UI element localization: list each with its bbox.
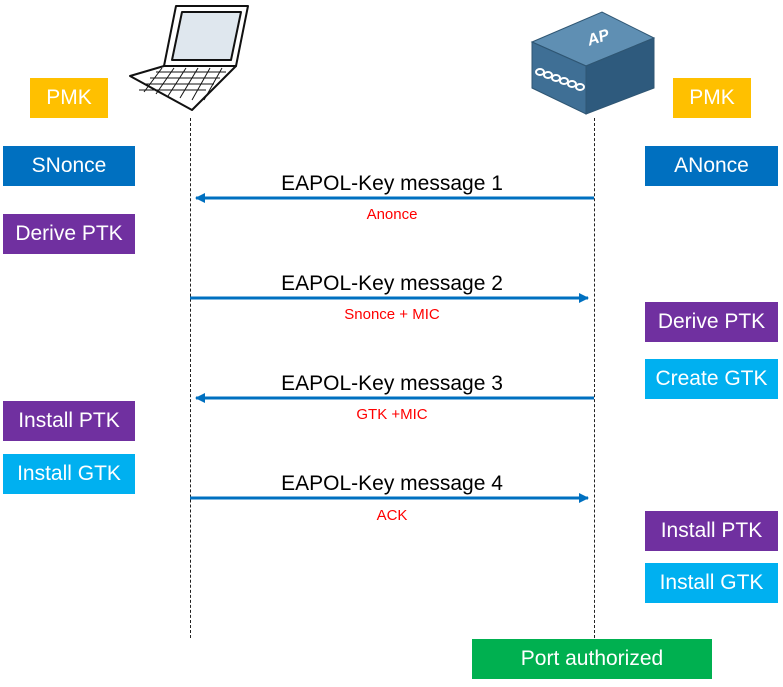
message-1-label: EAPOL-Key message 1	[277, 172, 507, 196]
client-derive-ptk-box: Derive PTK	[3, 214, 135, 254]
ap-install-ptk-box: Install PTK	[645, 511, 778, 551]
message-2-label: EAPOL-Key message 2	[277, 272, 507, 296]
ap-pmk-box: PMK	[673, 78, 751, 118]
message-3-sublabel: GTK +MIC	[356, 406, 428, 423]
message-1-sublabel: Anonce	[366, 206, 418, 223]
ap-label: AP	[584, 26, 612, 49]
client-pmk-box: PMK	[30, 78, 108, 118]
ap-create-gtk-box: Create GTK	[645, 359, 778, 399]
ap-anonce-box: ANonce	[645, 146, 778, 186]
message-3-label: EAPOL-Key message 3	[277, 372, 507, 396]
message-4-label: EAPOL-Key message 4	[277, 472, 507, 496]
message-2-sublabel: Snonce + MIC	[344, 306, 440, 323]
client-install-gtk-box: Install GTK	[3, 454, 135, 494]
client-lifeline	[190, 118, 191, 638]
client-install-ptk-box: Install PTK	[3, 401, 135, 441]
message-4-sublabel: ACK	[376, 507, 408, 524]
laptop-icon	[129, 5, 249, 111]
ap-install-gtk-box: Install GTK	[645, 563, 778, 603]
client-snonce-box: SNonce	[3, 146, 135, 186]
ap-lifeline	[594, 118, 595, 638]
access-point-icon: AP	[530, 11, 656, 115]
ap-derive-ptk-box: Derive PTK	[645, 302, 778, 342]
port-authorized-box: Port authorized	[472, 639, 712, 679]
